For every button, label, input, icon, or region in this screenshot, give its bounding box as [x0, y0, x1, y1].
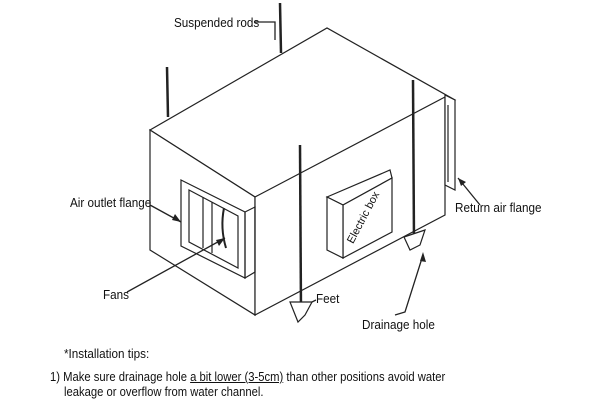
- label-drainage-hole: Drainage hole: [362, 317, 435, 332]
- tip-item-1: 1) Make sure drainage hole a bit lower (…: [50, 370, 445, 384]
- label-fans: Fans: [103, 287, 130, 302]
- electric-box: [325, 169, 393, 259]
- label-feet: Feet: [316, 291, 340, 306]
- feet: [289, 229, 426, 324]
- tip-item-1-line2: leakage or overflow from water channel.: [64, 385, 264, 399]
- tip-text-after: than other positions avoid water: [283, 370, 446, 384]
- tip-number: 1): [50, 370, 61, 384]
- tip-underlined: a bit lower (3-5cm): [190, 370, 284, 384]
- unit-body: [148, 27, 457, 317]
- tip-text: Make sure drainage hole: [63, 370, 191, 384]
- label-air-outlet-flange: Air outlet flange: [70, 195, 152, 210]
- arrowheads: [172, 178, 466, 262]
- suspended-rods: [165, 2, 416, 313]
- return-air-flange: [444, 94, 456, 191]
- label-return-air-flange: Return air flange: [455, 200, 542, 215]
- tips-heading: *Installation tips:: [64, 346, 150, 361]
- label-suspended-rods: Suspended rods: [174, 15, 260, 30]
